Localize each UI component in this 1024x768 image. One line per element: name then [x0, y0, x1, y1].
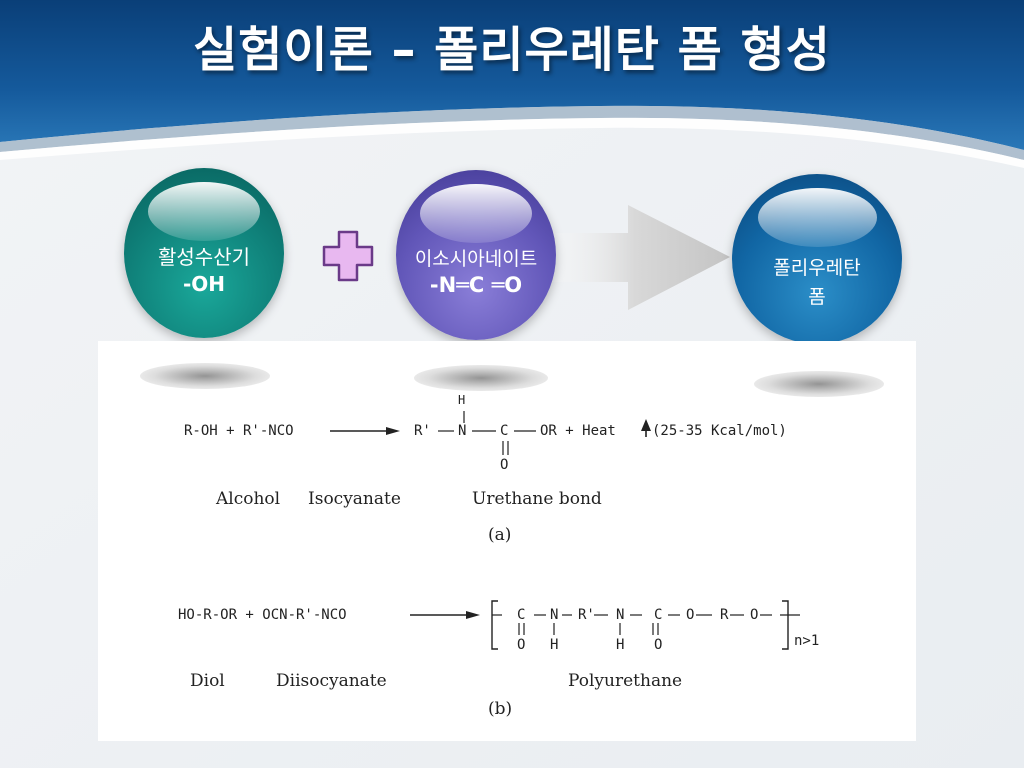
caption-b: (b): [488, 699, 513, 719]
isocyanate-label: 이소시아네이트: [414, 247, 538, 270]
polymer-o2: O: [750, 607, 759, 623]
polymer-repeat: n>1: [794, 633, 820, 649]
label-diisocyanate: Diisocyanate: [276, 671, 387, 691]
slide-title: 실험이론 – 폴리우레탄 폼 형성: [193, 22, 831, 78]
isocyanate-circle: 이소시아네이트 -N═C ═O: [396, 170, 556, 340]
polymer-n1: N: [550, 607, 559, 623]
urethane-c: C: [500, 423, 509, 439]
isocyanate-formula: -N═C ═O: [429, 272, 523, 297]
reaction-energy: (25-35 Kcal/mol): [652, 423, 787, 439]
polymer-r-prime: R': [578, 607, 595, 623]
plus-icon: [322, 230, 374, 282]
circle-shadow: [754, 371, 884, 397]
circle-gloss: [148, 181, 260, 242]
label-urethane-bond: Urethane bond: [472, 489, 602, 509]
label-diol: Diol: [190, 671, 225, 691]
reaction-panel: R-OH + R'-NCO R' N H C OR + Heat O (25-3…: [98, 341, 916, 741]
polymer-sub-o1: O: [517, 637, 526, 653]
polymer-brackets: [491, 600, 800, 650]
reaction-arrow: [410, 611, 480, 619]
polyurethane-label: 폴리우레탄: [773, 257, 861, 279]
polymer-sub-o2: O: [654, 637, 663, 653]
polymer-r: R: [720, 607, 729, 623]
polymer-o1: O: [686, 607, 695, 623]
circle-gloss: [420, 183, 532, 244]
polymer-sub-h1: H: [550, 637, 559, 653]
circle-shadow: [414, 365, 548, 391]
urethane-n: N: [458, 423, 467, 439]
polymer-n2: N: [616, 607, 625, 623]
urethane-o: O: [500, 457, 509, 473]
bond-lines-a: [438, 411, 651, 455]
reaction-b-reactants: HO-R-OR + OCN-R'-NCO: [178, 607, 347, 623]
hydroxyl-circle: 활성수산기 -OH: [124, 168, 284, 338]
urethane-or-heat: OR + Heat: [540, 423, 616, 439]
reaction-arrow: [330, 427, 400, 435]
polymer-c2: C: [654, 607, 663, 623]
polymer-sub-h2: H: [616, 637, 625, 653]
polymer-c1: C: [517, 607, 526, 623]
circle-shadow: [140, 363, 270, 389]
reaction-a-reactants: R-OH + R'-NCO: [184, 423, 294, 439]
urethane-r: R': [414, 423, 431, 439]
right-arrow-icon: [540, 205, 730, 310]
hydroxyl-label: 활성수산기: [158, 244, 250, 269]
label-polyurethane: Polyurethane: [568, 671, 683, 691]
polyurethane-label-2: 폼: [808, 286, 826, 308]
label-isocyanate: Isocyanate: [308, 489, 401, 509]
circle-gloss: [757, 187, 877, 248]
hydroxyl-formula: -OH: [182, 271, 226, 296]
caption-a: (a): [488, 525, 512, 545]
polyurethane-circle: 폴리우레탄 폼: [732, 174, 902, 344]
label-alcohol: Alcohol: [216, 489, 281, 509]
urethane-h: H: [458, 393, 466, 407]
